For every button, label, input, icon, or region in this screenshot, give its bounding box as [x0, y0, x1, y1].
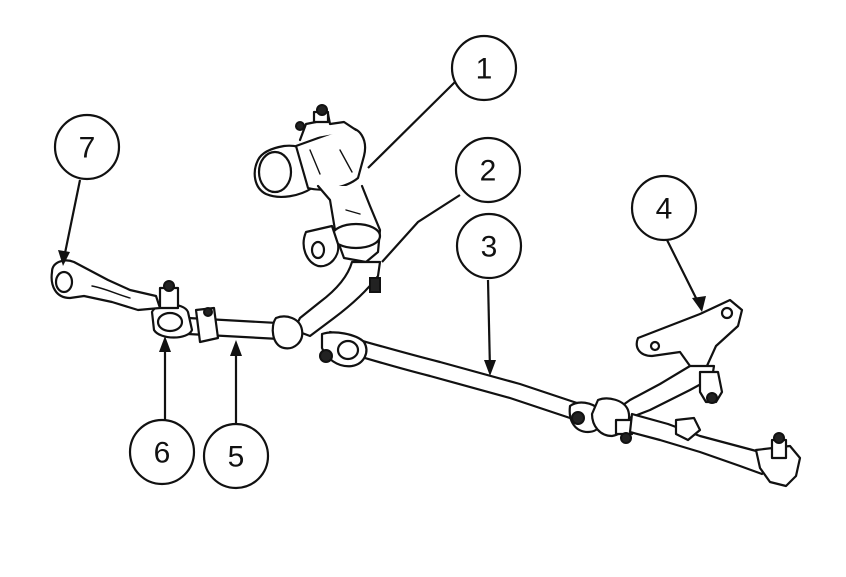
arrowhead-6: [159, 336, 171, 352]
callout-7-label: 7: [79, 132, 96, 165]
callout-6: 6: [128, 418, 196, 486]
leader-lines: [58, 81, 706, 424]
arrowhead-5: [230, 340, 242, 356]
callout-1: 1: [450, 34, 518, 102]
callout-5: 5: [202, 422, 270, 490]
arrowhead-3: [484, 360, 496, 376]
callout-4-label: 4: [656, 193, 673, 226]
callout-2-label: 2: [480, 155, 497, 188]
callout-4: 4: [630, 174, 698, 242]
idler-arm: [614, 298, 744, 422]
arrowhead-4: [692, 296, 706, 312]
leader-3: [486, 279, 492, 371]
leader-1: [367, 81, 456, 169]
center-link: [319, 330, 604, 434]
pitman-arm: [292, 260, 382, 338]
leader-7: [62, 179, 82, 259]
leader-4: [665, 237, 701, 307]
tie-rod-adjusting-sleeve: [186, 306, 304, 350]
callout-6-label: 6: [154, 437, 171, 470]
callout-3-label: 3: [481, 231, 498, 264]
callout-7: 7: [53, 113, 121, 181]
leader-2: [381, 194, 461, 263]
right-tie-rod-assembly: [590, 397, 802, 488]
arrowhead-7: [58, 250, 70, 266]
callout-3: 3: [455, 212, 523, 280]
tie-rod-end: [150, 280, 194, 339]
steering-knuckle-arm: [50, 259, 162, 312]
callout-2: 2: [454, 136, 522, 204]
steering-gear-box: [253, 104, 382, 268]
callout-1-label: 1: [476, 53, 493, 86]
callout-5-label: 5: [228, 441, 245, 474]
